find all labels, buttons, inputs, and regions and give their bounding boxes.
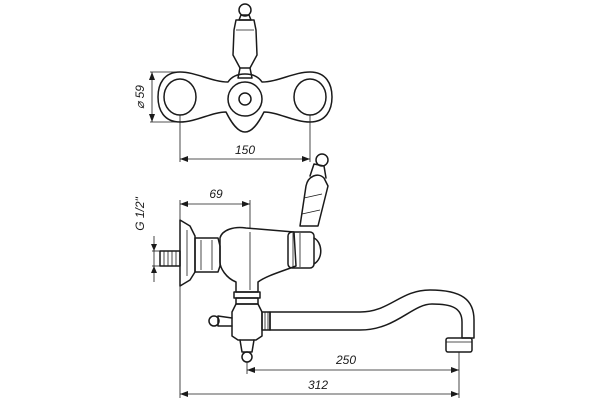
side-lever-handle [299,174,329,227]
center-body-inner [238,92,252,106]
spout-length-dimension: 250 [246,352,460,374]
diverter-left-arm [217,315,233,327]
main-body [219,226,297,293]
thread-dimension: G 1/2" [133,196,160,282]
offset-label: 69 [209,187,223,201]
width-label: 150 [235,143,255,157]
diverter-ring-top [233,291,261,299]
wall-flange [179,219,196,287]
connecting-nut [194,237,221,273]
top-view [157,3,333,133]
diameter-label: ⌀ 59 [133,85,147,109]
width-dimension: 150 [179,115,311,162]
aerator [445,337,473,353]
top-view-body [157,71,333,133]
top-handle-knob [238,3,252,17]
offset-dimension: 69 [179,187,251,228]
right-eccentric-disc [293,78,327,116]
diameter-dimension: ⌀ 59 [133,71,180,123]
spout [269,289,475,339]
diverter-bottom-knob [241,351,253,363]
center-body-outer [227,81,263,117]
top-handle [232,19,258,69]
inlet-thread [159,250,181,267]
thread-label: G 1/2" [133,196,147,230]
spout-collar [261,311,271,331]
spout-length-label: 250 [335,353,356,367]
left-eccentric-disc [163,78,197,116]
diverter-body [231,303,263,341]
diverter-left-knob [208,315,220,327]
total-length-dimension: 312 [179,286,460,398]
diverter-bottom-arm [239,339,255,353]
side-handle-knob [315,153,329,167]
cartridge-bonnet [287,231,315,269]
diverter-ring-bottom [235,297,259,305]
total-length-label: 312 [308,378,328,392]
side-view [159,153,475,363]
